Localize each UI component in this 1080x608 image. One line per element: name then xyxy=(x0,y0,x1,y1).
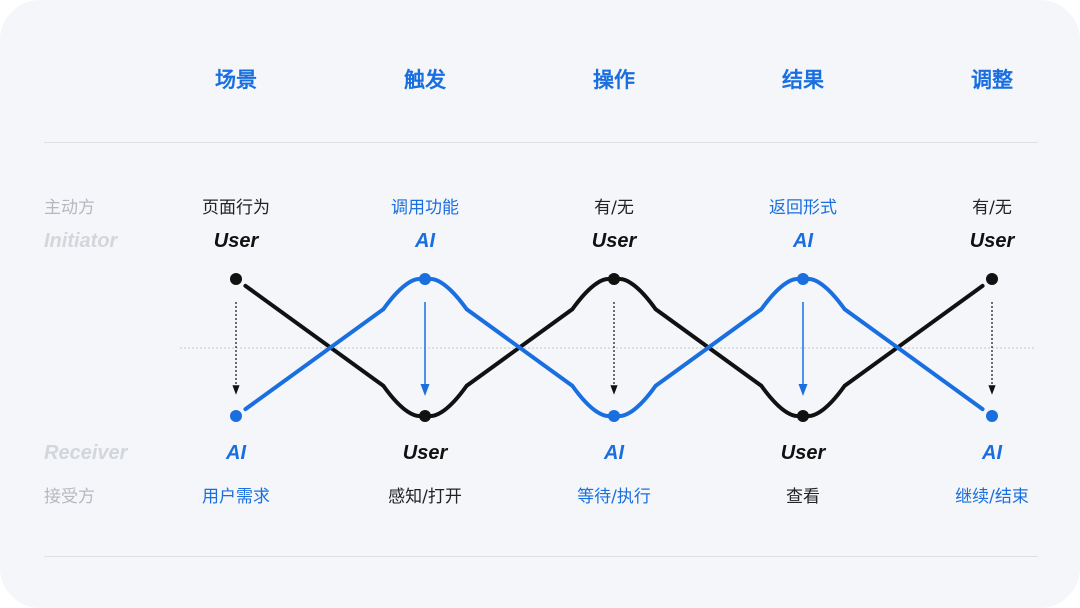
ai-node xyxy=(797,273,809,285)
initiator-role: AI xyxy=(415,230,435,252)
receiver-action: 等待/执行 xyxy=(577,487,651,507)
receiver-cn-label: 接受方 xyxy=(44,487,95,507)
user-node xyxy=(797,410,809,422)
receiver-role: AI xyxy=(604,442,624,464)
receiver-role: AI xyxy=(226,442,246,464)
receiver-action: 继续/结束 xyxy=(955,487,1029,507)
receiver-role: User xyxy=(402,442,448,464)
user-node xyxy=(230,273,242,285)
receiver-role: User xyxy=(780,442,826,464)
initiator-role: User xyxy=(213,230,259,252)
ai-node xyxy=(986,410,998,422)
initiator-action: 页面行为 xyxy=(202,198,270,218)
column-header: 触发 xyxy=(404,68,446,92)
column-header: 结果 xyxy=(782,68,824,92)
receiver-action: 用户需求 xyxy=(202,487,270,507)
user-node xyxy=(986,273,998,285)
top-divider xyxy=(44,142,1038,143)
user-node xyxy=(419,410,431,422)
initiator-action: 返回形式 xyxy=(769,198,837,218)
receiver-en-label: Receiver xyxy=(44,442,128,464)
initiator-action: 有/无 xyxy=(972,198,1012,218)
column-header: 场景 xyxy=(215,68,257,92)
initiator-role: User xyxy=(591,230,637,252)
ai-node xyxy=(608,410,620,422)
initiator-role: User xyxy=(969,230,1015,252)
ai-node xyxy=(230,410,242,422)
column-header: 调整 xyxy=(971,68,1013,92)
initiator-action: 有/无 xyxy=(594,198,634,218)
initiator-action: 调用功能 xyxy=(391,198,459,218)
initiator-en-label: Initiator xyxy=(44,230,118,252)
receiver-action: 感知/打开 xyxy=(388,487,462,507)
receiver-role: AI xyxy=(982,442,1002,464)
initiator-role: AI xyxy=(793,230,813,252)
initiator-cn-label: 主动方 xyxy=(44,198,95,218)
column-header: 操作 xyxy=(593,68,635,92)
receiver-action: 查看 xyxy=(786,487,820,507)
bottom-divider xyxy=(44,556,1038,557)
ai-node xyxy=(419,273,431,285)
ai-flow-line xyxy=(243,277,985,418)
user-node xyxy=(608,273,620,285)
